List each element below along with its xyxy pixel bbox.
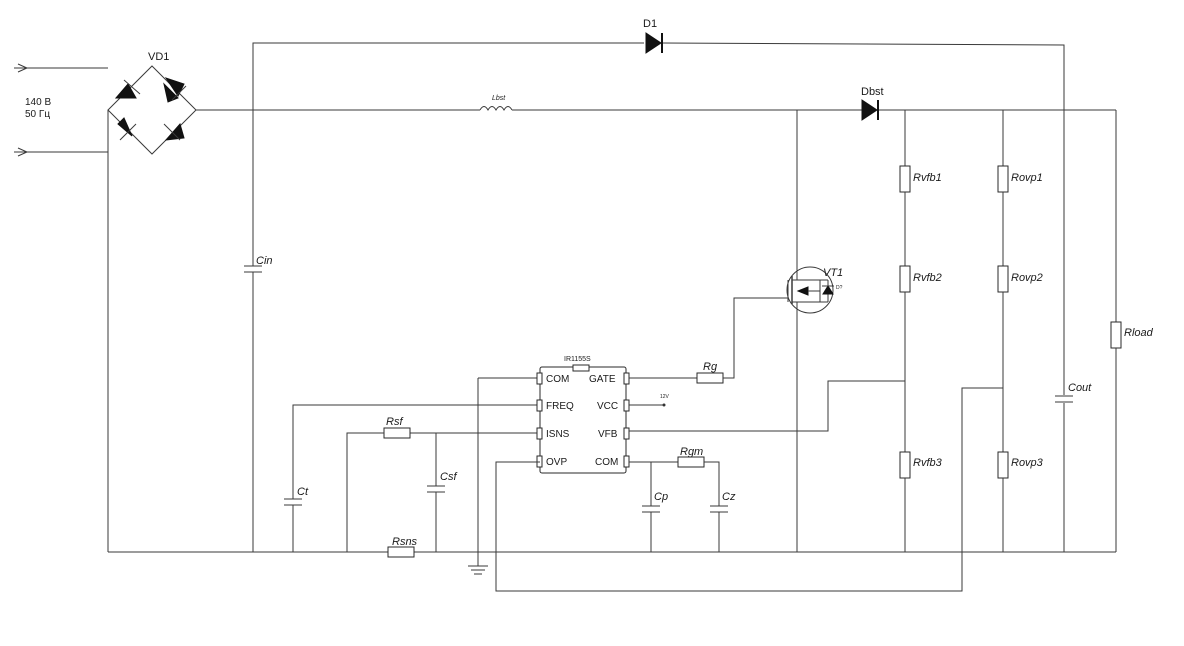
rload-resistor: Rload [1110, 110, 1154, 552]
svg-text:COM: COM [595, 457, 618, 468]
rovp3-label: Rovp3 [1011, 457, 1044, 469]
ac-input: 140 В 50 Гц [14, 63, 108, 157]
cp-label: Cp [654, 491, 668, 503]
svg-text:FREQ: FREQ [546, 401, 574, 412]
rload-label: Rload [1124, 327, 1154, 339]
ic-part-label: IR1155S [564, 356, 591, 363]
rg-resistor: Rg [629, 297, 788, 384]
rsns-label: Rsns [392, 536, 418, 548]
vcc-net-label: 12V [660, 394, 670, 400]
svg-text:VCC: VCC [597, 401, 618, 412]
mosfet-vt1: D? VT1 [786, 110, 843, 552]
ct-label: Ct [297, 486, 309, 498]
vfb-net [629, 380, 905, 432]
rovp1-label: Rovp1 [1011, 172, 1043, 184]
csf-label: Csf [440, 471, 457, 483]
power-rail: Lbst D1 Dbst [196, 18, 1116, 552]
ic-pin-isns: ISNS [536, 427, 570, 440]
svg-text:COM: COM [546, 374, 569, 385]
ct-capacitor: Ct [284, 404, 540, 552]
ic-pin-freq: FREQ [536, 399, 574, 412]
ic-pin-com-right: COM [595, 455, 630, 468]
d1-diode [645, 32, 662, 54]
cout-label: Cout [1068, 382, 1092, 394]
compensation-network: Rgm Cp Cz [629, 446, 736, 552]
vt1-tiny-label: D? [836, 285, 843, 291]
source-frequency-label: 50 Гц [25, 109, 50, 120]
svg-text:VFB: VFB [598, 429, 618, 440]
ground-rail [108, 377, 1116, 575]
ic-pin-vfb: VFB [598, 427, 630, 440]
rsf-csf-filter: Rsf Csf [346, 416, 540, 552]
rg-label: Rg [703, 361, 718, 373]
rovp2-label: Rovp2 [1011, 272, 1043, 284]
ic-pin-vcc: VCC [597, 399, 630, 412]
cin-capacitor: Cin [244, 110, 273, 552]
vt1-label: VT1 [823, 267, 843, 279]
cout-capacitor: Cout [1055, 382, 1092, 403]
rovp-divider: Rovp1 Rovp2 Rovp3 [997, 110, 1044, 552]
dbst-diode [861, 99, 878, 121]
rvfb3-label: Rvfb3 [913, 457, 943, 469]
rsf-label: Rsf [386, 416, 403, 428]
ic-pin-com-left: COM [536, 372, 569, 385]
svg-text:ISNS: ISNS [546, 429, 570, 440]
rvfb-divider: Rvfb1 Rvfb2 Rvfb3 [899, 110, 943, 552]
dbst-label: Dbst [861, 86, 884, 98]
cz-label: Cz [722, 491, 736, 503]
ic-ir1155s: IR1155S COM FREQ ISNS OVP GATE VCC [536, 356, 670, 474]
rsns-resistor: Rsns [387, 536, 418, 558]
cin-label: Cin [256, 255, 273, 267]
svg-text:OVP: OVP [546, 457, 567, 468]
ovp-net [495, 387, 1003, 592]
source-voltage-label: 140 В [25, 97, 51, 108]
rgm-label: Rgm [680, 446, 703, 458]
vd1-label: VD1 [148, 51, 169, 63]
rvfb2-label: Rvfb2 [913, 272, 942, 284]
bridge-rectifier-vd1: VD1 [107, 51, 197, 552]
svg-text:GATE: GATE [589, 374, 616, 385]
lbst-label: Lbst [492, 95, 506, 102]
d1-label: D1 [643, 18, 657, 30]
rvfb1-label: Rvfb1 [913, 172, 942, 184]
ic-pin-ovp: OVP [536, 455, 567, 468]
